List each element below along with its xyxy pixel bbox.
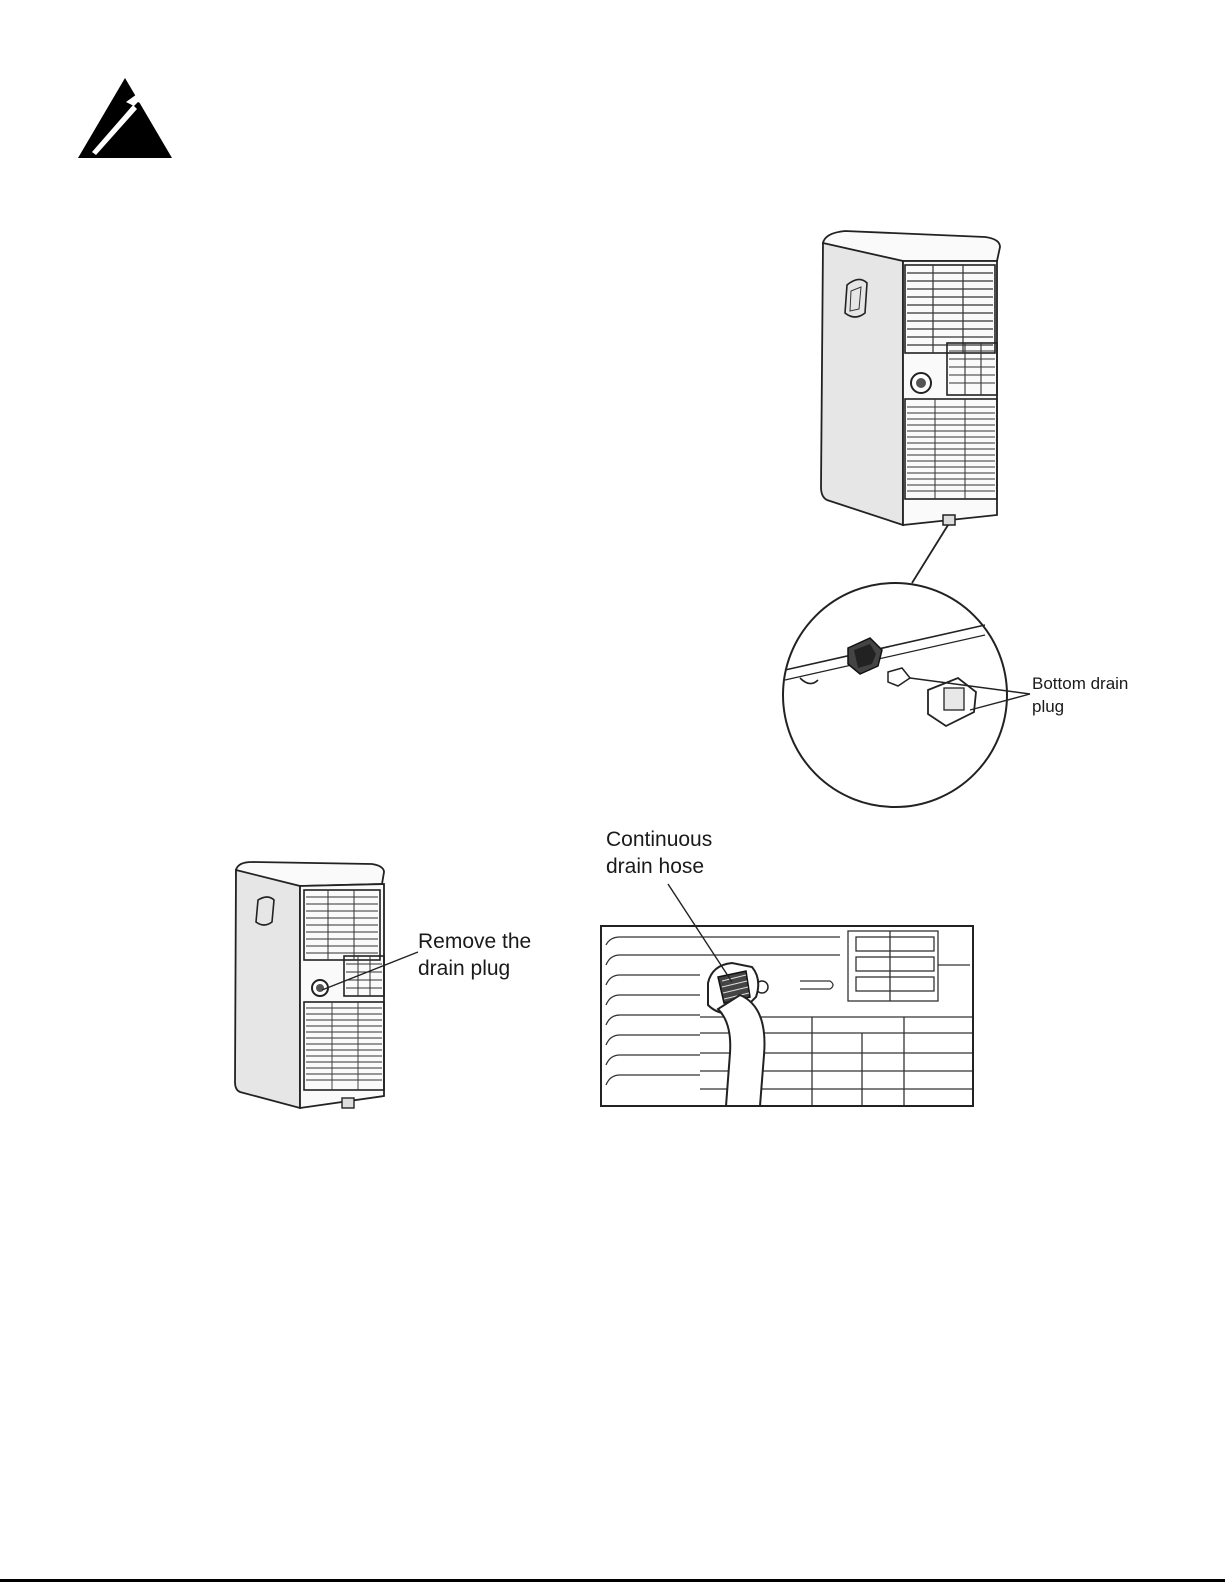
bottom-drain-plug-pointer bbox=[900, 670, 1040, 730]
remove-drain-plug-pointer bbox=[318, 948, 428, 998]
magnify-leader-line bbox=[900, 525, 960, 585]
remove-drain-plug-label: Remove the drain plug bbox=[418, 928, 568, 982]
continuous-drain-hose-detail bbox=[600, 925, 974, 1107]
continuous-drain-hose-label: Continuous drain hose bbox=[606, 826, 766, 880]
page-bottom-rule bbox=[0, 1579, 1225, 1582]
continuous-drain-hose-pointer bbox=[660, 882, 740, 992]
ac-unit-rear-illustration bbox=[815, 225, 1005, 530]
bottom-drain-plug-label: Bottom drain plug bbox=[1032, 672, 1172, 718]
hammer-warning-triangle-icon bbox=[78, 78, 172, 160]
